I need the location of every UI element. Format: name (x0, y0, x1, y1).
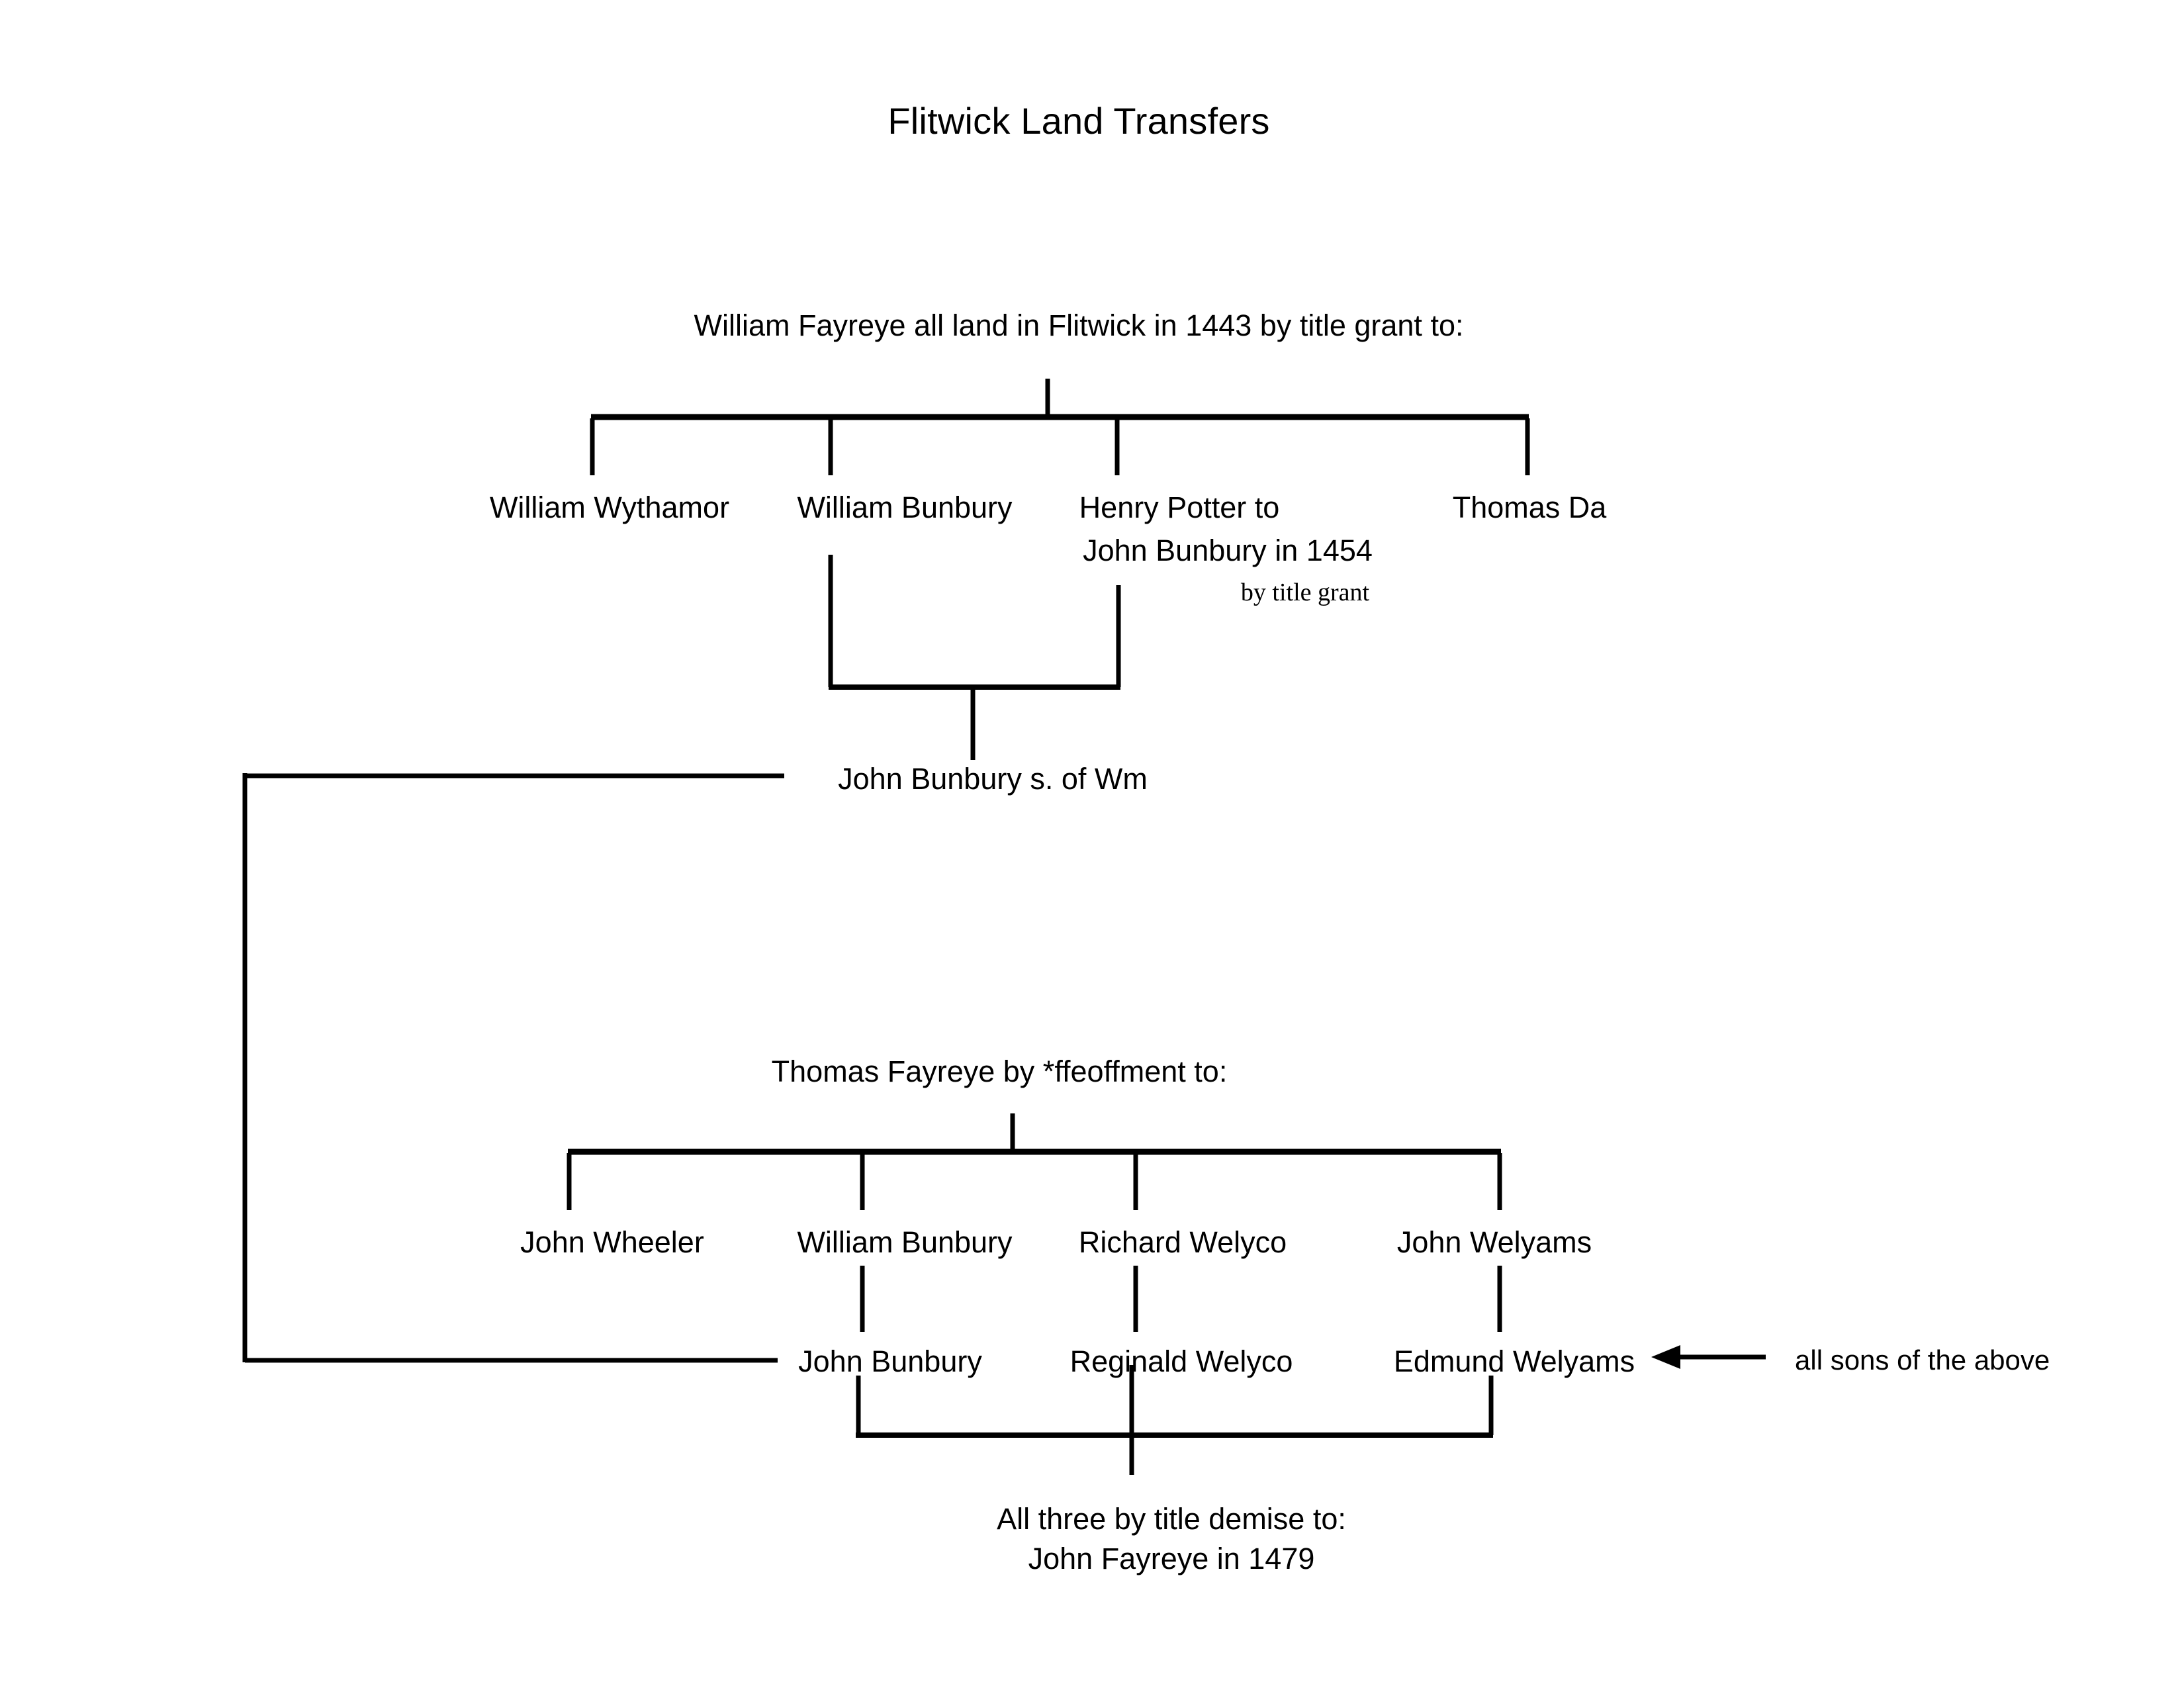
node-william-bunbury-2[interactable]: William Bunbury (797, 1225, 1013, 1259)
node-edmund-welyams[interactable]: Edmund Welyams (1393, 1344, 1635, 1378)
node-henry-potter[interactable]: Henry Potter to (1079, 491, 1280, 524)
footer-line-two: John Fayreye in 1479 (1028, 1542, 1315, 1575)
note-by-title-grant: by title grant (1240, 579, 1370, 606)
node-william-wythamor[interactable]: William Wythamor (489, 491, 730, 524)
node-john-bunbury-son-of-wm[interactable]: John Bunbury s. of Wm (838, 762, 1148, 796)
node-richard-welyco[interactable]: Richard Welyco (1078, 1225, 1287, 1259)
node-john-bunbury-son[interactable]: John Bunbury (798, 1344, 982, 1378)
node-reginald-welyco[interactable]: Reginald Welyco (1069, 1344, 1293, 1378)
node-john-wheeler[interactable]: John Wheeler (520, 1225, 704, 1259)
node-henry-potter-line-two: John Bunbury in 1454 (1083, 534, 1373, 567)
node-william-bunbury-1[interactable]: William Bunbury (797, 491, 1013, 524)
section-one-heading: William Fayreye all land in Flitwick in … (694, 308, 1464, 342)
annotation-arrow-head (1651, 1345, 1680, 1369)
footer-line-one: All three by title demise to: (997, 1502, 1346, 1536)
node-thomas-da[interactable]: Thomas Da (1452, 491, 1607, 524)
page-title: Flitwick Land Transfers (887, 100, 1270, 142)
node-john-welyams[interactable]: John Welyams (1396, 1225, 1592, 1259)
annotation-all-sons-of-the-above: all sons of the above (1795, 1344, 2050, 1376)
section-two-heading: Thomas Fayreye by *ffeoffment to: (771, 1055, 1228, 1088)
